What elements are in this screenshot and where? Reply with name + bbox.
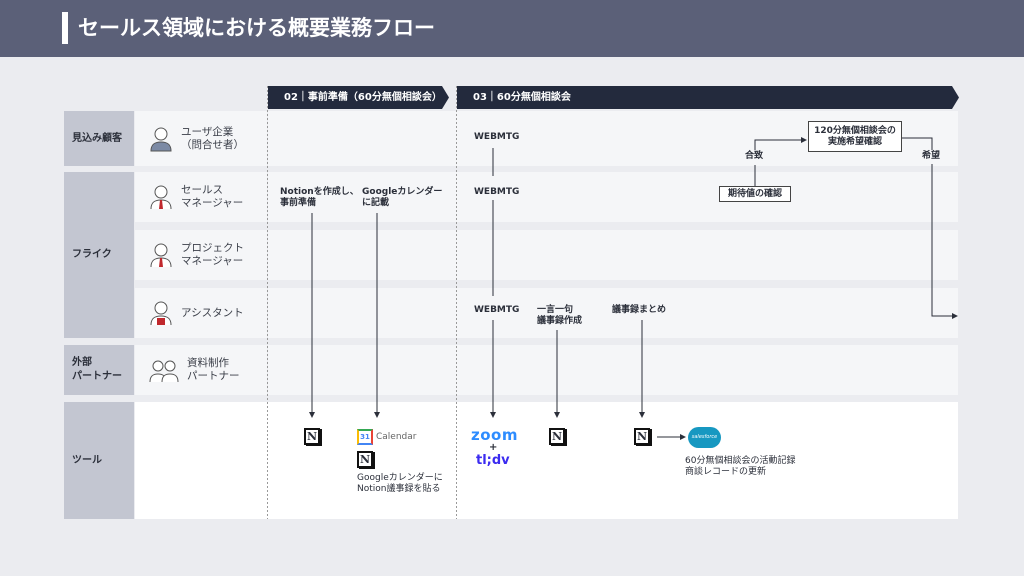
person-icon [150, 301, 172, 326]
phase-02: 02｜事前準備（60分無個相談会） [268, 86, 449, 109]
step-expectation: 期待値の確認 [719, 186, 791, 202]
step-webmtg-assistant: WEBMTG [474, 305, 520, 315]
step-gcal-entry: Googleカレンダー に記載 [362, 187, 443, 208]
step-summary: 議事録まとめ [612, 305, 667, 315]
page-title: セールス領域における概要業務フロー [78, 16, 435, 40]
people-icon [149, 360, 179, 383]
person-icon [150, 243, 172, 268]
step-webmtg-prospect: WEBMTG [474, 132, 520, 142]
lane-external [268, 345, 958, 395]
zoom-logo: zoom [471, 426, 518, 444]
role-project-manager: プロジェクト マネージャー [135, 230, 267, 280]
role-label: プロジェクト マネージャー [181, 242, 244, 267]
label-agree: 合致 [745, 151, 764, 161]
lane-pm [268, 230, 958, 280]
notion-icon: N [304, 428, 320, 445]
notion-icon: N [357, 451, 373, 468]
step-webmtg-sales: WEBMTG [474, 187, 520, 197]
category-prospect: 見込み顧客 [64, 111, 134, 166]
role-label: ユーザ企業 （問合せ者） [181, 125, 244, 151]
salesforce-note: 60分無個相談会の活動記録 商談レコードの更新 [685, 456, 796, 477]
lane-sales [268, 172, 958, 222]
lane-assistant [268, 288, 958, 338]
role-assistant: アシスタント [135, 288, 267, 338]
person-icon [150, 185, 172, 210]
arrow-wish [931, 164, 958, 319]
step-verbatim: 一言一句 議事録作成 [537, 305, 583, 326]
role-label: アシスタント [181, 306, 244, 319]
calendar-icon: 31 [357, 429, 373, 445]
notion-icon: N [634, 428, 650, 445]
gcal-note: Googleカレンダーに Notion議事録を貼る [357, 473, 443, 494]
category-fraik: フライク [64, 172, 134, 338]
role-label: セールス マネージャー [181, 184, 244, 209]
lane-tools [135, 402, 958, 519]
title-accent [62, 12, 68, 44]
calendar-label: Calendar [376, 432, 417, 442]
role-user-company: ユーザ企業 （問合せ者） [135, 111, 267, 166]
salesforce-logo: salesforce [688, 427, 721, 448]
role-sales-manager: セールス マネージャー [135, 172, 267, 222]
step-confirm-120: 120分無個相談会の 実施希望確認 [808, 121, 902, 152]
notion-icon: N [549, 428, 565, 445]
role-material-partner: 資料制作 パートナー [135, 345, 267, 395]
header-bar: セールス領域における概要業務フロー [0, 0, 1024, 57]
label-wish: 希望 [922, 151, 941, 161]
line-wish-top [901, 137, 933, 150]
plus-sign: + [489, 442, 498, 453]
arrow-agree [754, 137, 807, 150]
tldv-logo: tl;dv [476, 453, 510, 468]
category-external: 外部 パートナー [64, 345, 134, 395]
step-notion-prep: Notionを作成し、 事前準備 [280, 187, 359, 208]
role-label: 資料制作 パートナー [187, 357, 240, 382]
person-icon [150, 127, 172, 151]
category-tools: ツール [64, 402, 134, 519]
google-calendar-logo: 31 Calendar [357, 429, 416, 445]
phase-03: 03｜60分無個相談会 [457, 86, 959, 109]
